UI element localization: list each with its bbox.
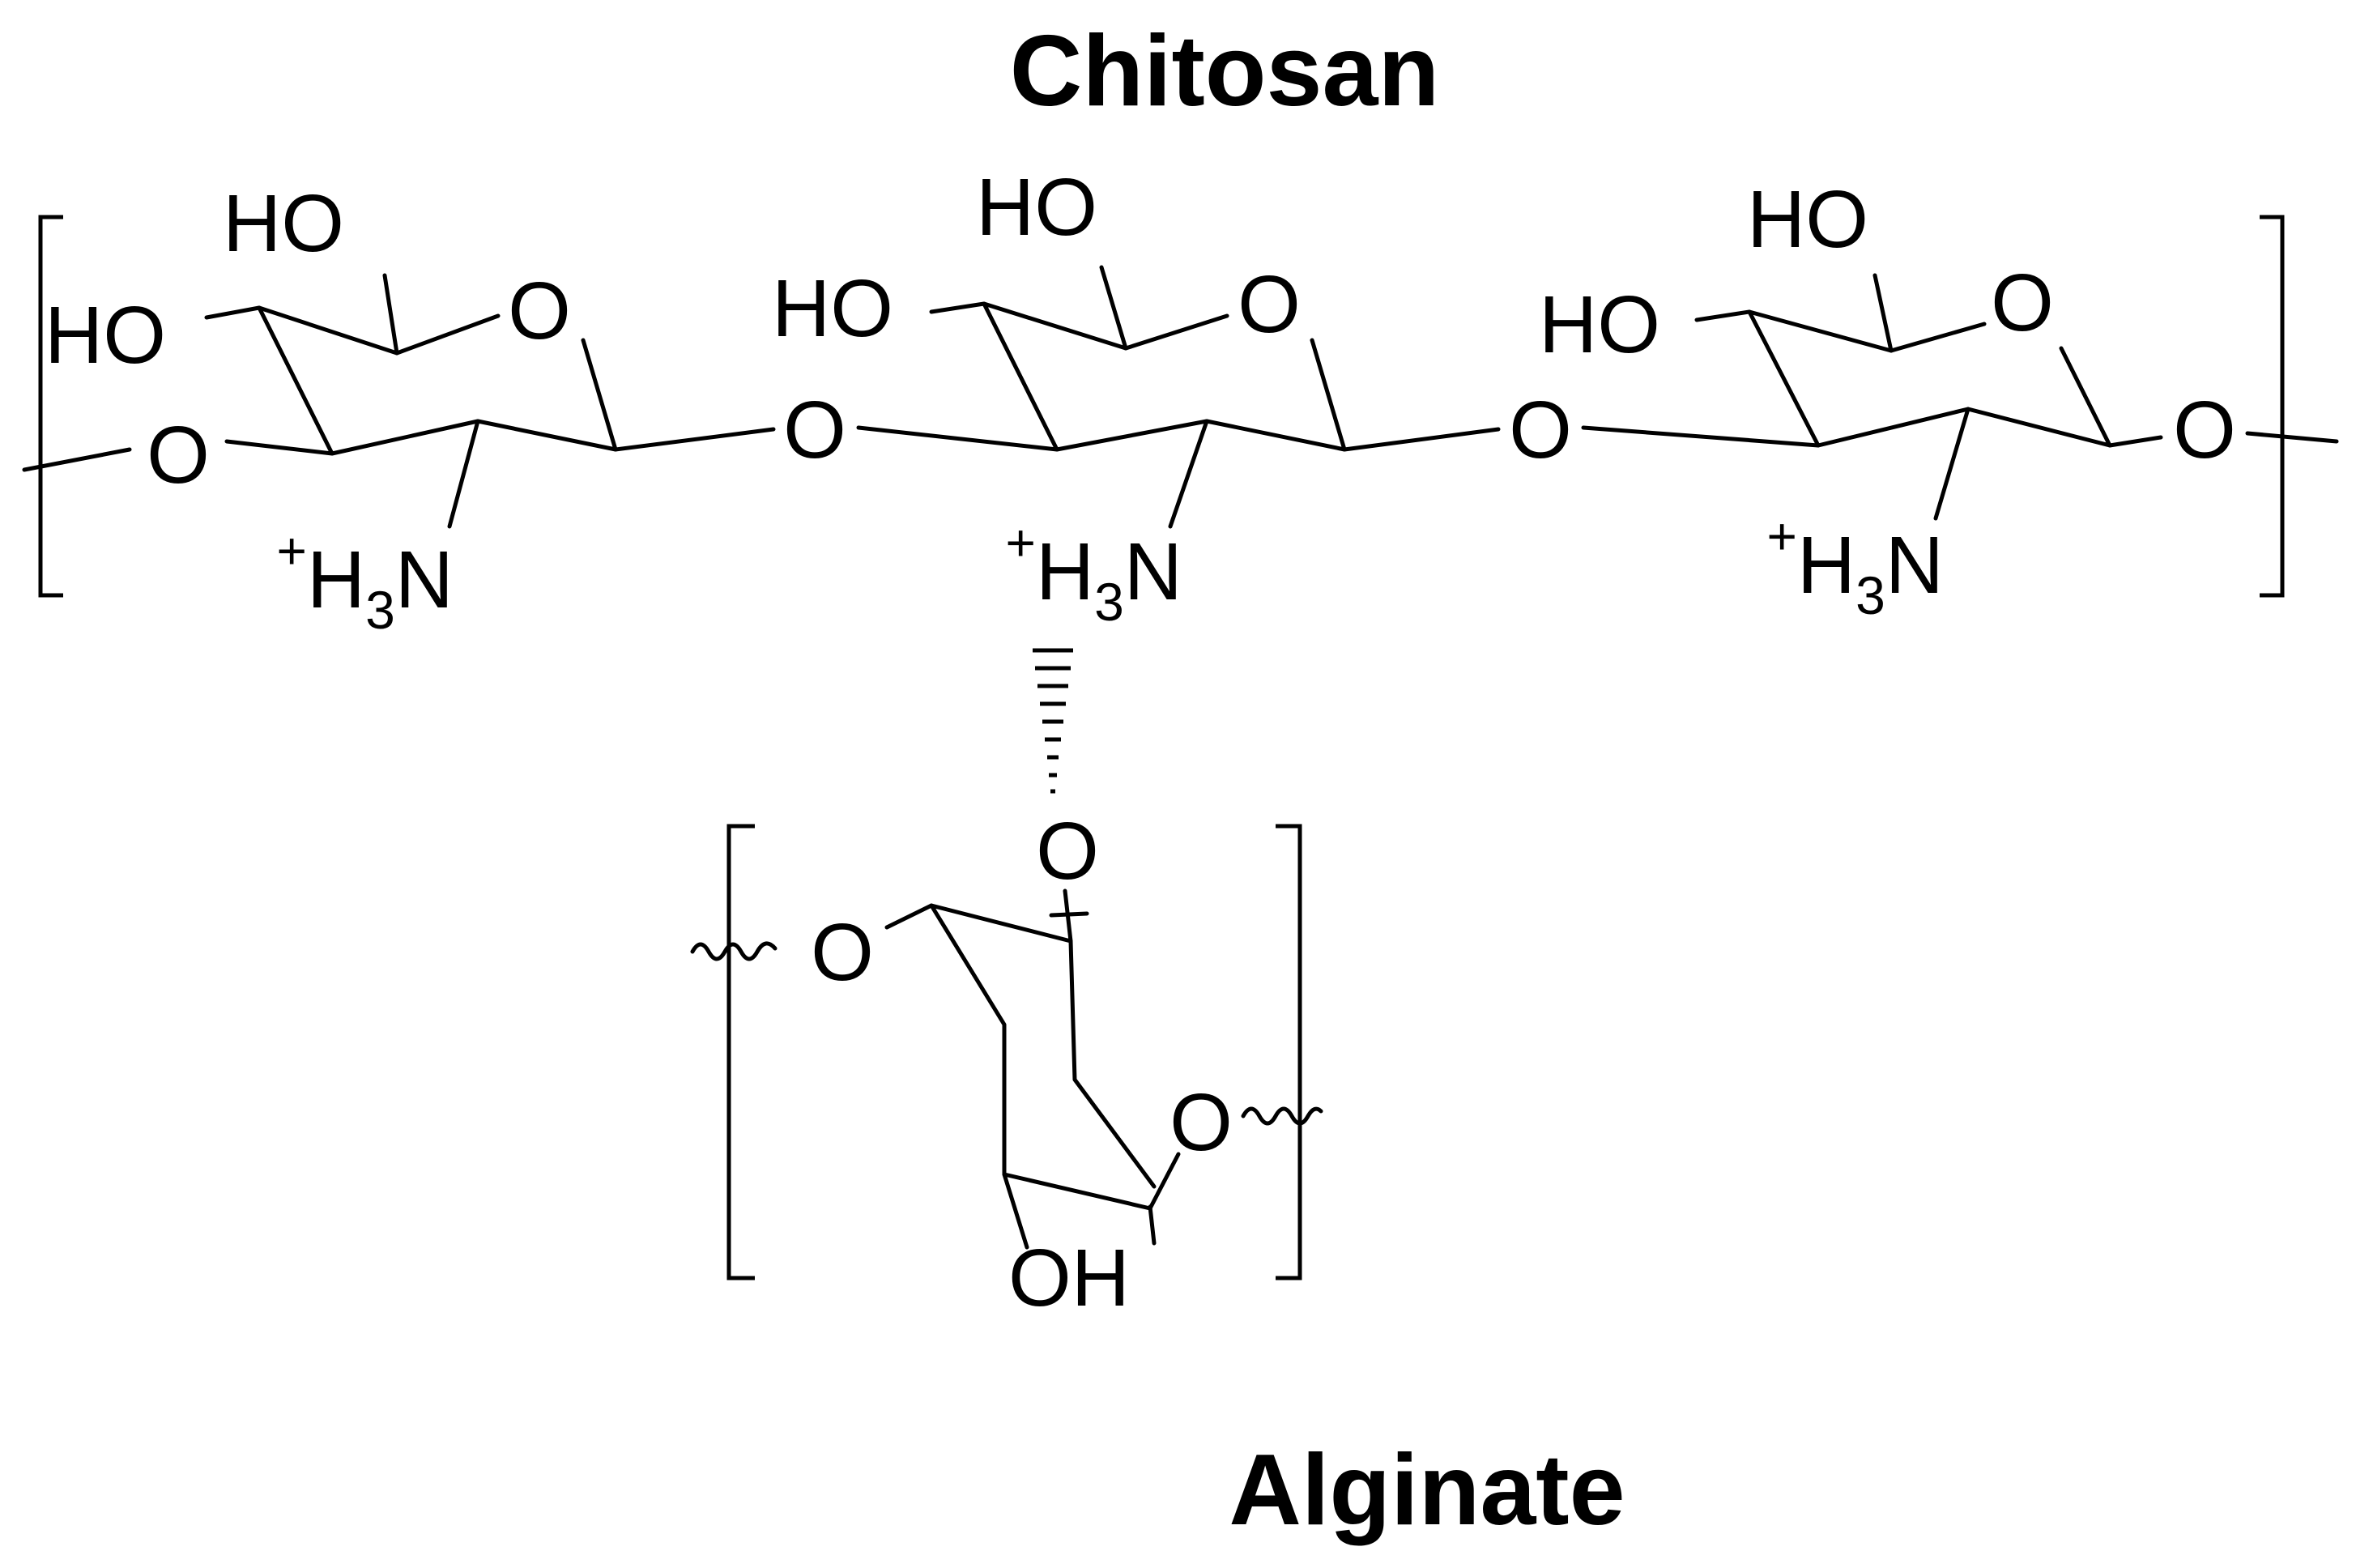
title-chitosan: Chitosan [1010,15,1439,127]
atom-h: H [1036,526,1094,617]
atom-label-ho: HO [223,178,344,269]
atom-label-carboxylate-o: O [1036,806,1099,897]
chitosan-ring-1 [22,273,1059,529]
substituent-bond [884,903,1029,1250]
atom-label-o: O [811,907,874,998]
substituent-bond [204,273,480,529]
chitosan-repeat-bracket-right [2260,215,2285,598]
atom-label-ho: HO [1539,279,1660,370]
chain-end-bond [2245,431,2339,444]
atom-label-bridge-o: O [1509,385,1572,475]
atom-label-ring-o: O [1169,1077,1233,1168]
chitosan-ring-2 [929,265,1821,529]
ammonium-group-2: +H3N [1005,513,1182,632]
wavy-chain-link-left [690,941,778,961]
substituent-bond [929,265,1209,529]
atom-label-bridge-o: O [783,385,846,475]
atom-n: N [1124,526,1182,617]
atom-label-ring-o: O [508,266,571,356]
ionic-interaction-hashed-bond [1033,648,1073,794]
chitosan-atom-labels: HO HO O O O HO HO O O HO HO O O +H3N +H3… [45,162,2236,640]
atom-label-o: O [2173,385,2236,475]
charge-plus: + [1005,513,1035,572]
ring-bond [1747,309,2112,448]
ring-o-bond [1148,1152,1181,1211]
atom-label-ring-o: O [1238,259,1301,350]
atom-label-ho: HO [772,263,893,354]
ring-bond [929,903,1157,1246]
alginate-repeat-bracket-left [726,824,755,1280]
subscript-3: 3 [1094,572,1124,632]
title-alginate: Alginate [1229,1434,1625,1546]
carboxylate-double-bond [1049,911,1089,918]
atom-label-o: O [147,410,210,501]
atom-n: N [395,535,454,625]
chain-end-bond [22,447,132,472]
atom-h: H [1797,520,1855,611]
ammonium-group-1: +H3N [276,522,454,640]
atom-label-ring-o: O [1991,258,2054,348]
chitosan-repeat-bracket-left [38,215,63,598]
alginate-atom-labels: O O O OH [811,806,1233,1323]
subscript-3: 3 [1855,565,1885,625]
substituent-bond [1694,273,1970,521]
glycosidic-bond [1342,425,1821,452]
chitosan-ring-3 [1694,273,2339,521]
charge-plus: + [276,522,306,580]
ammonium-group-3: +H3N [1766,507,1944,625]
subscript-3: 3 [365,580,395,640]
atom-label-ho: HO [1747,174,1868,265]
atom-label-ho: HO [976,162,1097,253]
atom-n: N [1885,520,1944,611]
wavy-chain-link-right [1241,1106,1323,1126]
alginate-repeat-bracket-right [1276,824,1302,1280]
atom-label-ho: HO [45,290,166,381]
glycosidic-bond [2107,435,2163,448]
alginate-ring [884,888,1181,1250]
atom-label-oh: OH [1008,1233,1130,1323]
charge-plus: + [1766,507,1796,565]
atom-h: H [307,535,365,625]
glycosidic-bond [613,425,1059,452]
